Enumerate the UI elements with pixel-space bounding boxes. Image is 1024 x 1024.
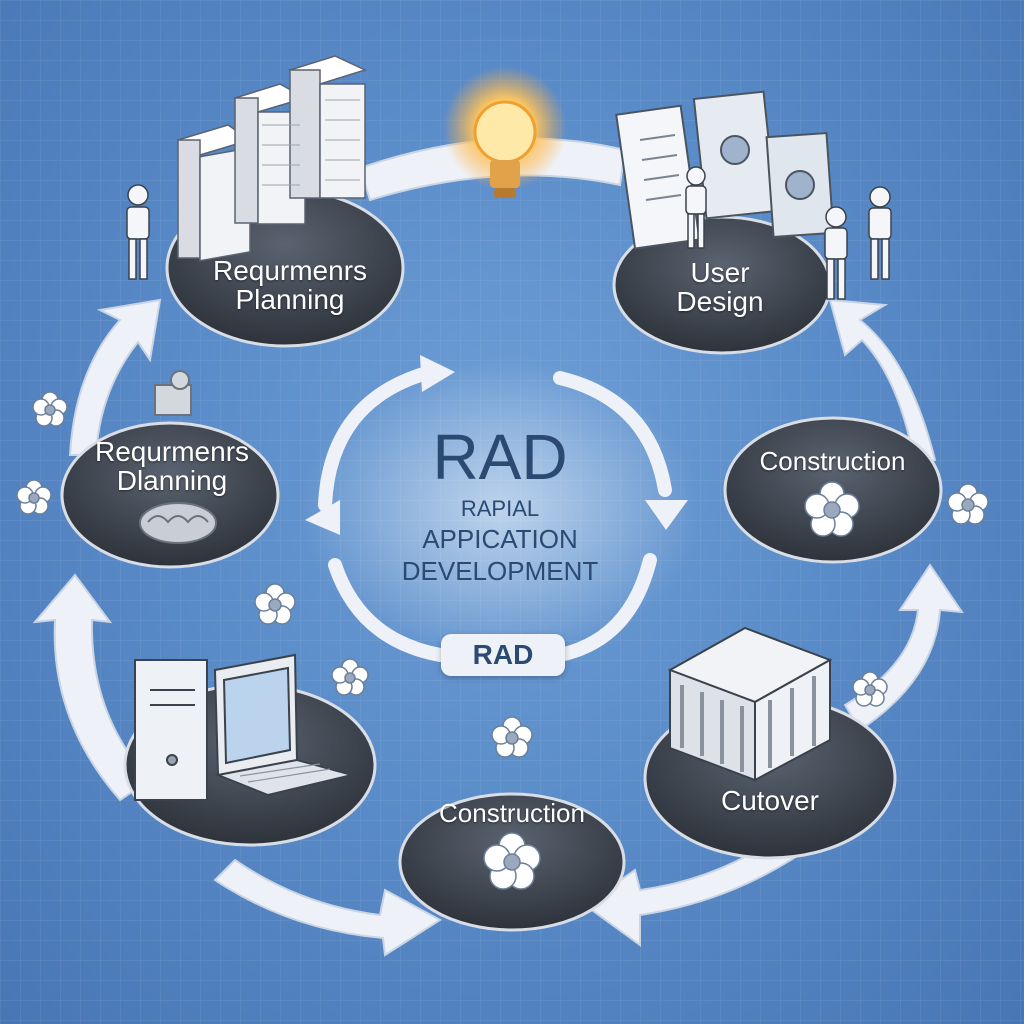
documents-icon: [615, 90, 835, 250]
node-mid-left-line1: Requrmenrs: [94, 436, 250, 467]
building-icon: [667, 626, 833, 782]
center-arrowheads: [305, 355, 688, 535]
node-label-bottom-center: Construction: [404, 798, 620, 828]
cycle-arrows: [32, 137, 965, 957]
node-mid-right-line1: Construction: [759, 446, 906, 476]
flower-icon: [947, 483, 989, 525]
center-title: RAD: [432, 421, 568, 493]
node-label-bottom-right: Cutover: [700, 785, 840, 816]
node-top-right-line1: User: [690, 257, 750, 288]
center-subtitle-line3: DEVELOPMENT: [401, 556, 599, 586]
person-icon: [126, 184, 150, 280]
flower-icon: [491, 716, 533, 758]
platform-mid-left: [60, 421, 280, 569]
person-icons: [126, 166, 892, 300]
flower-icon: [16, 479, 52, 515]
node-label-top-left: Requrmenrs Planning: [190, 256, 390, 315]
node-label-mid-right: Construction: [725, 446, 940, 476]
flower-icons: [16, 391, 989, 890]
center-subtitle-line2: APPICATION: [422, 524, 578, 554]
server-towers-icon: [176, 55, 368, 262]
node-bottom-center-line1: Construction: [439, 798, 585, 828]
arrow-left-upper: [68, 298, 162, 456]
person-icon: [685, 166, 707, 249]
computer-icon: [134, 653, 353, 801]
node-label-top-right: User Design: [640, 258, 800, 317]
arrow-right-upper: [828, 298, 937, 467]
light-bulb-icon: [443, 66, 567, 198]
center-cycle-arrows: [318, 365, 672, 662]
flower-icon: [254, 583, 296, 625]
flower-icon: [852, 671, 888, 707]
node-mid-left-line2: Dlanning: [116, 465, 228, 497]
flower-icon: [32, 391, 68, 427]
arrow-left-lower: [32, 573, 152, 802]
flower-icon: [483, 832, 541, 890]
flower-icon: [331, 658, 369, 696]
rad-badge: RAD: [441, 634, 565, 676]
person-icon: [824, 206, 848, 300]
arrow-bottom-left: [213, 858, 442, 957]
node-bottom-right-line1: Cutover: [720, 785, 820, 816]
node-top-left-line1: Requrmenrs: [212, 255, 368, 286]
node-top-right-line2: Design: [676, 286, 764, 318]
node-label-mid-left: Requrmenrs Dlanning: [72, 437, 272, 496]
center-subtitle-line1: RAPIAL: [460, 496, 540, 521]
person-icon: [868, 186, 892, 280]
flower-icon: [804, 481, 860, 537]
brain-icon: [139, 370, 217, 544]
node-top-left-line2: Planning: [235, 284, 345, 316]
